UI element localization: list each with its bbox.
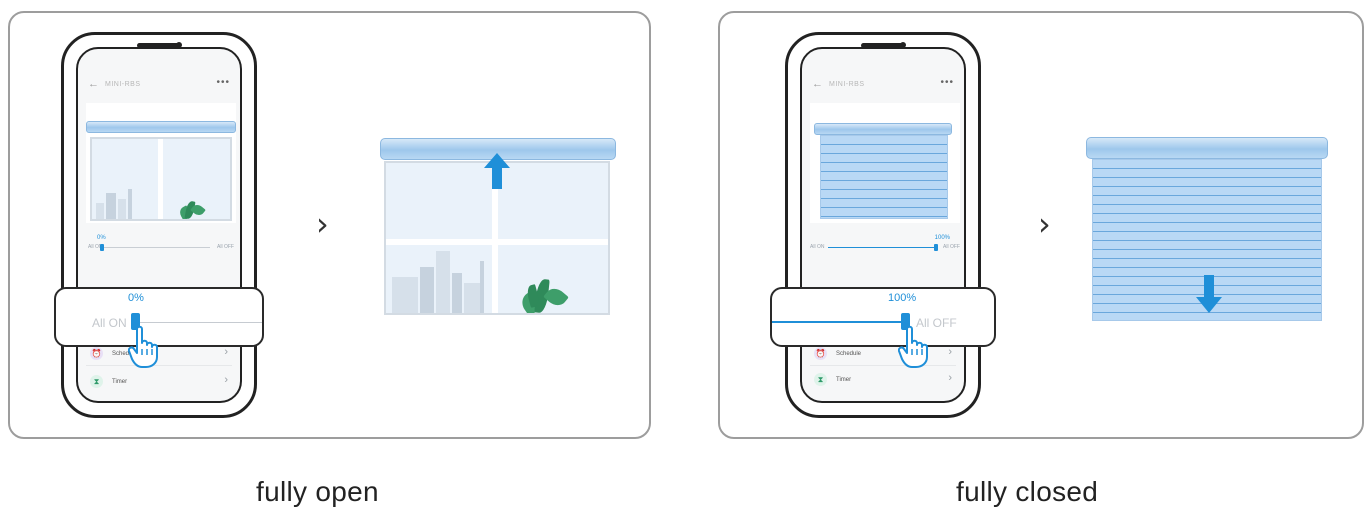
curtain-preview bbox=[86, 103, 236, 223]
menu-item-timer[interactable]: ⧗ Timer › bbox=[86, 371, 232, 393]
back-arrow-icon[interactable]: ← bbox=[88, 78, 99, 90]
mini-slider-left-label: All ON bbox=[88, 244, 103, 250]
menu-item-label: Timer bbox=[112, 379, 128, 385]
hourglass-icon: ⧗ bbox=[814, 373, 827, 386]
phone-speaker bbox=[137, 43, 181, 48]
down-arrow-icon bbox=[1196, 275, 1222, 313]
chevron-right-icon: › bbox=[948, 372, 952, 384]
callout-slider-fill[interactable] bbox=[772, 321, 904, 323]
more-options-icon[interactable]: ••• bbox=[216, 77, 230, 88]
chevron-right-icon: › bbox=[948, 346, 952, 358]
app-header: ← MINI-RBS ••• bbox=[88, 77, 230, 93]
phone-screen: ← MINI-RBS ••• 100% All ON All OFF ⏰ Sch… bbox=[800, 47, 966, 403]
phone-camera bbox=[900, 42, 906, 48]
app-header: ← MINI-RBS ••• bbox=[812, 77, 954, 93]
pointing-hand-icon bbox=[128, 325, 158, 368]
mini-slider-percent: 100% bbox=[934, 235, 950, 241]
menu-item-label: Schedule bbox=[836, 351, 862, 357]
more-options-icon[interactable]: ••• bbox=[940, 77, 954, 88]
phone-speaker bbox=[861, 43, 905, 48]
hourglass-icon: ⧗ bbox=[90, 375, 103, 388]
slider-zoom-callout: 100% All OFF bbox=[770, 287, 996, 368]
menu-item-schedule[interactable]: ⏰ Schedule › bbox=[86, 343, 232, 366]
phone-camera bbox=[176, 42, 182, 48]
mini-slider-fill[interactable] bbox=[828, 247, 934, 248]
caption-fully-open: fully open bbox=[256, 476, 379, 507]
phone-mockup: ← MINI-RBS ••• 100% All ON All OFF ⏰ Sch… bbox=[785, 32, 981, 418]
chevron-right-icon: › bbox=[224, 374, 228, 386]
app-title: MINI-RBS bbox=[829, 81, 865, 88]
curtain-preview bbox=[810, 103, 960, 223]
app-title: MINI-RBS bbox=[105, 81, 141, 88]
phone-screen: ← MINI-RBS ••• 0% All ON All bbox=[76, 47, 242, 403]
next-step-chevron-icon: › bbox=[1038, 205, 1051, 243]
mini-slider-knob[interactable] bbox=[100, 244, 104, 251]
fully-open-panel: ← MINI-RBS ••• 0% All ON All bbox=[8, 11, 651, 439]
next-step-chevron-icon: › bbox=[316, 205, 329, 243]
roller-tube bbox=[86, 121, 236, 133]
closed-shade bbox=[820, 135, 948, 219]
callout-label: All OFF bbox=[916, 316, 957, 330]
callout-percent: 0% bbox=[128, 292, 144, 304]
caption-fully-closed: fully closed bbox=[956, 476, 1099, 507]
mini-slider-right-label: All OFF bbox=[943, 244, 960, 250]
mini-slider-knob[interactable] bbox=[934, 244, 938, 251]
up-arrow-icon bbox=[484, 153, 510, 189]
mini-slider-left-label: All ON bbox=[810, 244, 825, 250]
mini-slider-track[interactable] bbox=[104, 247, 210, 248]
mini-slider-right-label: All OFF bbox=[217, 244, 234, 250]
menu-item-timer[interactable]: ⧗ Timer › bbox=[810, 369, 956, 391]
slider-zoom-callout: 0% All ON bbox=[54, 287, 264, 368]
callout-slider-knob[interactable] bbox=[131, 313, 140, 330]
alarm-clock-icon: ⏰ bbox=[90, 347, 103, 360]
callout-slider-knob[interactable] bbox=[901, 313, 910, 330]
roller-tube bbox=[814, 123, 952, 135]
mini-slider-percent: 0% bbox=[97, 235, 106, 241]
back-arrow-icon[interactable]: ← bbox=[812, 78, 823, 90]
menu-item-schedule[interactable]: ⏰ Schedule › bbox=[810, 343, 956, 366]
large-roller-tube bbox=[1086, 137, 1328, 159]
menu-item-label: Schedule bbox=[112, 351, 138, 357]
menu-item-label: Timer bbox=[836, 377, 852, 383]
callout-slider-track[interactable] bbox=[140, 322, 262, 323]
chevron-right-icon: › bbox=[224, 346, 228, 358]
window-illustration bbox=[90, 137, 232, 221]
phone-mockup: ← MINI-RBS ••• 0% All ON All bbox=[61, 32, 257, 418]
callout-label: All ON bbox=[92, 316, 127, 330]
pointing-hand-icon bbox=[898, 325, 928, 368]
callout-percent: 100% bbox=[888, 292, 917, 304]
alarm-clock-icon: ⏰ bbox=[814, 347, 827, 360]
fully-closed-panel: ← MINI-RBS ••• 100% All ON All OFF ⏰ Sch… bbox=[718, 11, 1364, 439]
